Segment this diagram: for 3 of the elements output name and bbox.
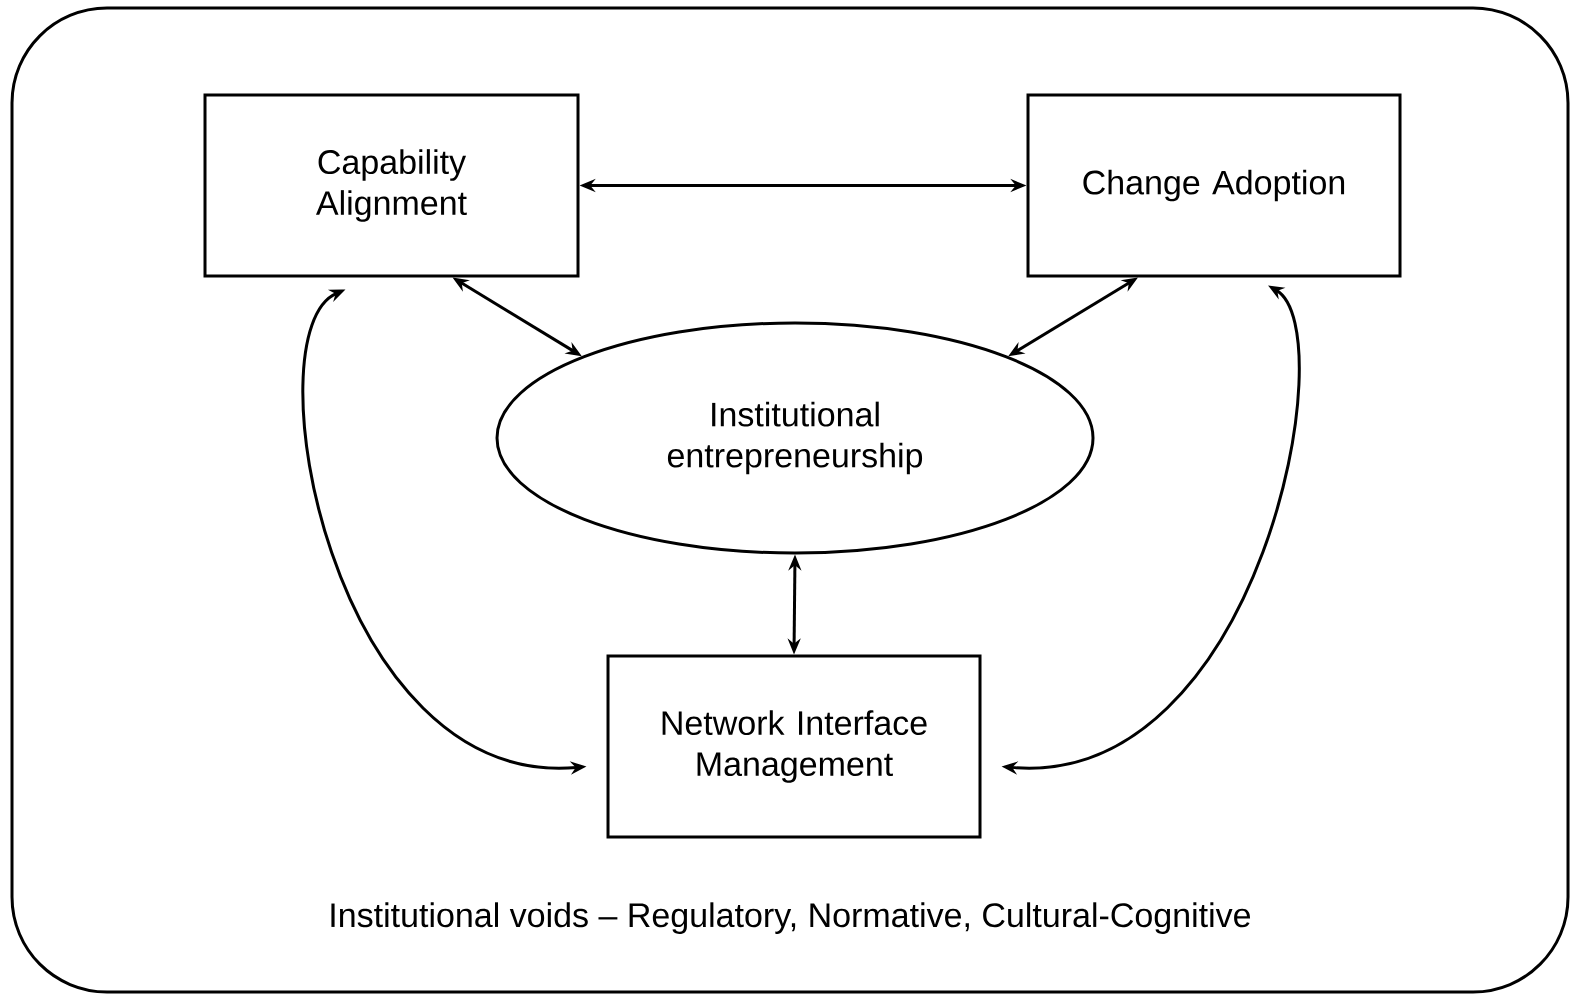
- concept-box: Change Adoption: [1026, 93, 1402, 278]
- concept-box: Network Interface Management: [606, 654, 982, 839]
- concept-box: Capability Alignment: [203, 93, 580, 278]
